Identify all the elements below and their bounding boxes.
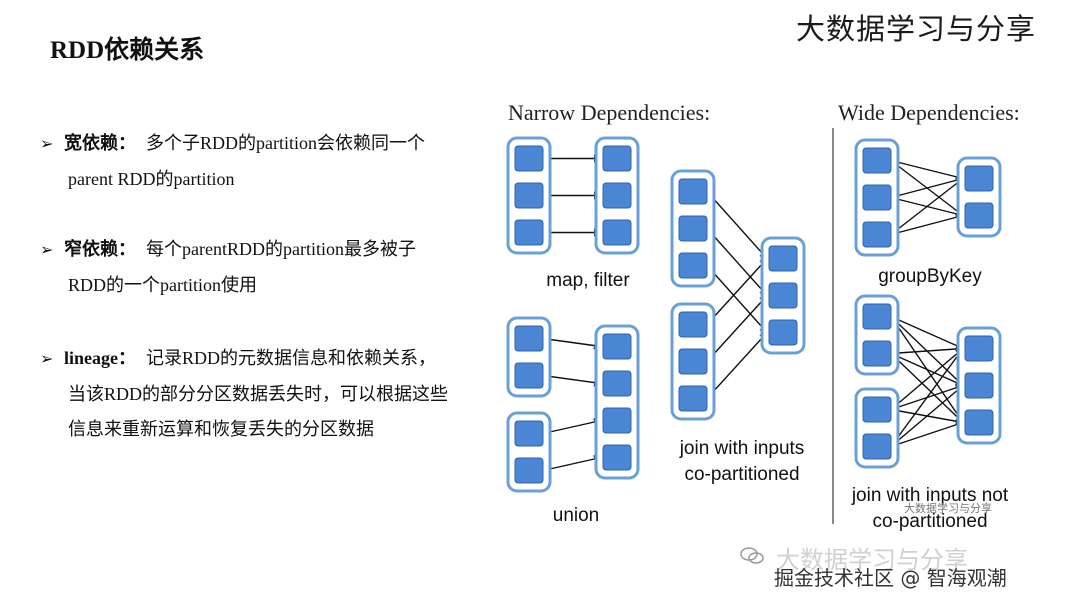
- partition: [862, 396, 892, 423]
- partition: [862, 303, 892, 330]
- dependency-arrow: [542, 418, 602, 435]
- dependency-arrow: [890, 177, 964, 236]
- dependency-arrow: [542, 337, 602, 350]
- slide-title: RDD依赖关系: [50, 37, 205, 64]
- partition: [602, 145, 632, 172]
- partition: [514, 457, 544, 484]
- partition: [514, 325, 544, 352]
- narrow-header: Narrow Dependencies:: [508, 100, 710, 125]
- dependency-arrow: [890, 384, 964, 448]
- partition: [862, 184, 892, 211]
- partition: [862, 147, 892, 174]
- dependency-arrow: [890, 352, 964, 387]
- bullet-text: 当该RDD的部分分区数据丢失时，可以根据这些: [68, 384, 449, 404]
- dependency-arrow: [542, 374, 602, 387]
- bullet-text: 信息来重新运算和恢复丢失的分区数据: [68, 419, 374, 439]
- label-groupbykey: groupByKey: [878, 266, 982, 287]
- partition: [602, 333, 632, 360]
- diagram-watermark: 大数据学习与分享: [904, 501, 992, 515]
- partition: [768, 245, 798, 272]
- partition: [602, 219, 632, 246]
- partition: [514, 362, 544, 389]
- rdd-boxes: [506, 136, 1002, 493]
- bullet-lineage: ➢ lineage： 记录RDD的元数据信息和依赖关系， 当该RDD的部分分区数据丢…: [40, 341, 500, 447]
- dependency-arrow: [890, 315, 964, 350]
- dependency-arrow: [706, 257, 768, 325]
- footer-ghost-text: 大数据学习与分享: [776, 546, 968, 574]
- partition: [514, 420, 544, 447]
- dependency-arrow: [890, 159, 964, 181]
- label-union: union: [553, 505, 600, 526]
- label-join-not-copartitioned-1: join with inputs not: [851, 485, 1009, 506]
- partition: [964, 335, 994, 362]
- bullet-text: parent RDD的partition: [68, 169, 235, 189]
- partition: [862, 433, 892, 460]
- partition: [602, 444, 632, 471]
- partition: [602, 407, 632, 434]
- partition: [768, 319, 798, 346]
- dependency-edges: [542, 154, 964, 472]
- partition: [514, 145, 544, 172]
- partition: [678, 252, 708, 279]
- bullet-wide-dependency: ➢ 宽依赖： 多个子RDD的partition会依赖同一个 parent RDD的p…: [40, 126, 500, 197]
- bullet-text: RDD的一个partition使用: [68, 275, 257, 295]
- bullet-text: 多个子RDD的partition会依赖同一个: [146, 133, 425, 153]
- partition: [862, 221, 892, 248]
- bullet-text: 每个parentRDD的partition最多被子: [146, 239, 416, 259]
- partition: [678, 311, 708, 338]
- dependency-arrow: [890, 176, 964, 199]
- partition: [678, 348, 708, 375]
- dependency-arrow: [706, 331, 768, 399]
- partition: [602, 182, 632, 209]
- label-join-copartitioned-1: join with inputs: [679, 438, 805, 459]
- partition: [964, 409, 994, 436]
- brand-title: 大数据学习与分享: [796, 12, 1037, 46]
- partition: [514, 182, 544, 209]
- bullet-narrow-dependency: ➢ 窄依赖： 每个parentRDD的partition最多被子 RDD的一个par…: [40, 232, 500, 303]
- partition: [964, 202, 994, 229]
- partition: [964, 372, 994, 399]
- partition: [862, 340, 892, 367]
- dependency-arrow: [890, 352, 964, 424]
- arrowhead-icon: ➢: [40, 351, 54, 368]
- wide-header: Wide Dependencies:: [838, 100, 1020, 125]
- label-map-filter: map, filter: [546, 270, 630, 291]
- footer-credit: 掘金技术社区 @ 智海观潮: [774, 566, 1007, 590]
- rdd-union-child: [594, 324, 640, 480]
- dependency-diagram: Narrow Dependencies: Wide Dependencies: …: [506, 100, 1020, 532]
- dependency-arrow: [890, 213, 964, 236]
- dependency-arrow: [890, 420, 964, 448]
- dependency-arrow: [706, 294, 768, 362]
- label-join-copartitioned-2: co-partitioned: [684, 464, 799, 485]
- bullet-term: lineage：: [64, 348, 136, 368]
- dependency-arrow: [706, 228, 768, 297]
- chat-bubble-icon: [740, 547, 764, 564]
- dependency-arrow: [542, 455, 602, 472]
- dependency-arrow: [706, 191, 768, 260]
- dependency-arrow: [706, 265, 768, 334]
- arrowhead-icon: ➢: [40, 242, 54, 259]
- footer-credit-area: 大数据学习与分享 掘金技术社区 @ 智海观潮: [740, 546, 1070, 604]
- partition: [678, 385, 708, 412]
- bullet-term: 宽依赖：: [64, 133, 136, 153]
- partition: [678, 215, 708, 242]
- partition: [768, 282, 798, 309]
- partition: [602, 370, 632, 397]
- partition: [678, 178, 708, 205]
- partition: [964, 165, 994, 192]
- arrowhead-icon: ➢: [40, 136, 54, 153]
- bullet-term: 窄依赖：: [64, 239, 136, 259]
- dependency-arrow: [890, 347, 964, 447]
- bullet-text: 记录RDD的元数据信息和依赖关系，: [146, 348, 437, 368]
- label-join-not-copartitioned-2: co-partitioned: [872, 511, 987, 532]
- dependency-arrow: [890, 347, 964, 411]
- dependency-arrow: [890, 344, 964, 355]
- partition: [514, 219, 544, 246]
